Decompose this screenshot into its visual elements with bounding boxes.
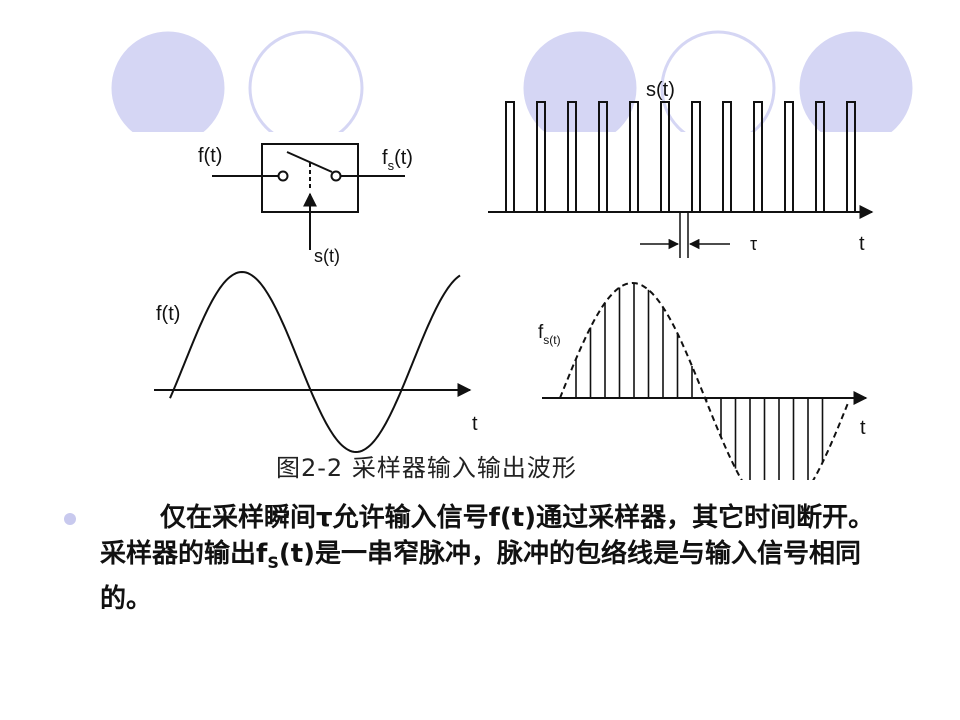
envelope-dashed-curve — [559, 281, 849, 480]
sampler-input-label: f(t) — [198, 145, 222, 167]
sampler-figure: f(t) fs(t) s(t) s(t) τ t f(t) t fs(t) t — [154, 79, 874, 480]
pulse — [536, 101, 546, 212]
pulse — [784, 101, 794, 212]
pulse-train-plot: s(t) τ t — [488, 79, 874, 258]
pulse-train-label: s(t) — [646, 79, 675, 101]
pulse — [815, 101, 825, 212]
switch-contact-left — [277, 170, 289, 182]
pulse-axis-label: t — [859, 233, 865, 255]
input-sine-curve — [169, 270, 461, 454]
sampler-control-label: s(t) — [314, 246, 340, 266]
description-paragraph: 仅在采样瞬间τ允许输入信号f(t)通过采样器，其它时间断开。采样器的输出fS(t… — [100, 503, 875, 614]
decor-circle-outline — [248, 30, 364, 132]
sampler-switch-diagram — [212, 143, 405, 250]
pulse — [567, 101, 577, 212]
sampled-wave-label: fs(t) — [538, 322, 561, 347]
figure-caption: 图2-2 采样器输入输出波形 — [276, 454, 577, 482]
sampler-output-label: fs(t) — [382, 147, 413, 173]
decor-circle-outline — [660, 30, 776, 132]
switch-contact-right — [330, 170, 342, 182]
sampled-wave-plot: fs(t) t — [538, 281, 868, 480]
pulse — [660, 101, 670, 212]
pulse — [598, 101, 608, 212]
pulse — [505, 101, 515, 212]
pulse-group — [505, 101, 856, 212]
input-wave-label: f(t) — [156, 303, 180, 325]
sampled-axis-label: t — [860, 417, 866, 439]
pulse — [753, 101, 763, 212]
bullet-dot — [64, 513, 76, 525]
switch-arm — [286, 151, 333, 173]
decor-circle — [799, 31, 913, 132]
tau-width-marker — [640, 212, 730, 258]
pulse — [722, 101, 732, 212]
input-wave-plot: f(t) t — [154, 270, 478, 454]
decor-circle — [111, 31, 225, 132]
pulse — [846, 101, 856, 212]
pulse — [629, 101, 639, 212]
pulse — [691, 101, 701, 212]
tau-label: τ — [750, 234, 757, 254]
sample-pulses — [575, 283, 824, 480]
input-axis-label: t — [472, 413, 478, 435]
